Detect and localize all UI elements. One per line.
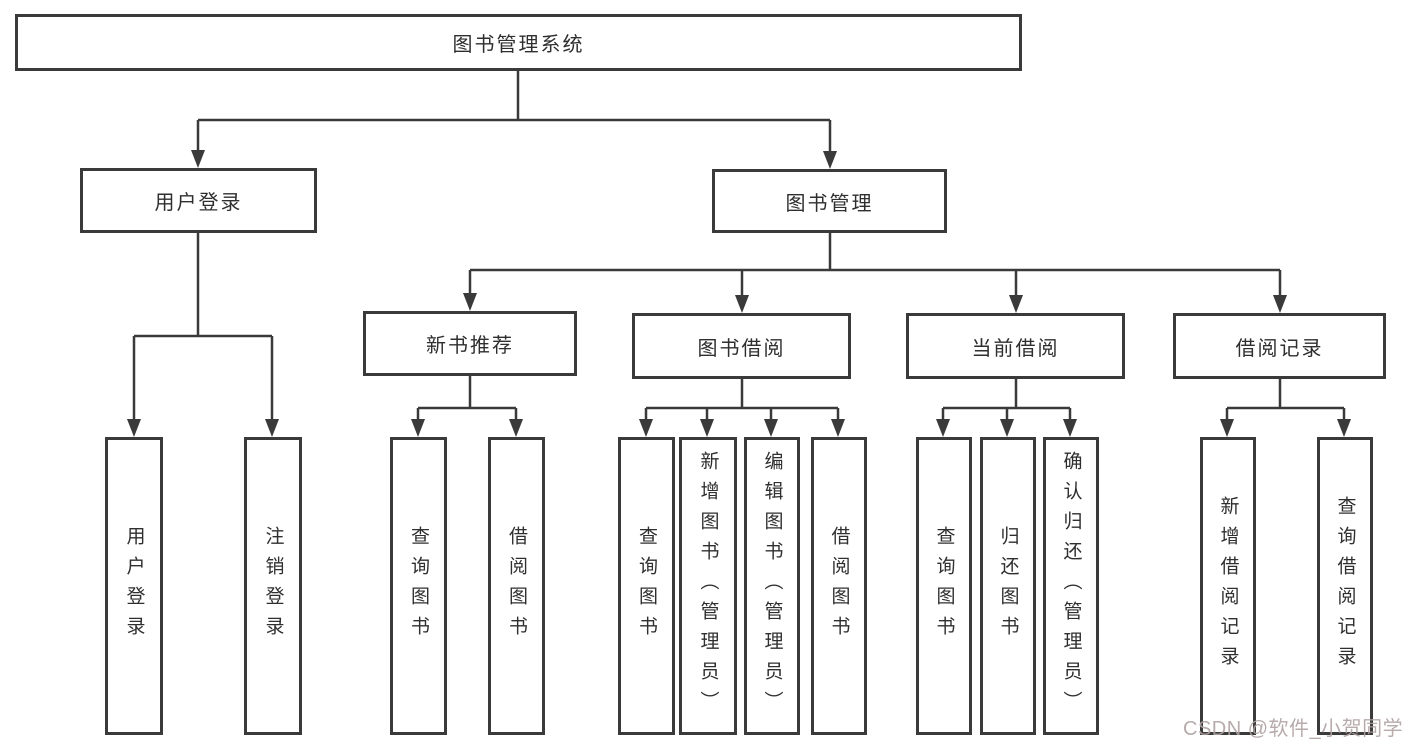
branch-current-borrowing: 当前借阅 [906, 313, 1125, 379]
leaf-add-borrow-record: 新增借阅记录 [1200, 437, 1256, 735]
leaf-add-book-admin: 新增图书（管理员） [679, 437, 737, 735]
node-book-management: 图书管理 [712, 169, 947, 233]
watermark-text: CSDN @软件_小贺同学 [1183, 718, 1404, 740]
leaf-confirm-return-admin: 确认归还（管理员） [1043, 437, 1099, 735]
node-user-login: 用户登录 [80, 168, 317, 233]
branch-new-book-recommendation: 新书推荐 [363, 311, 577, 376]
node-book-management-system: 图书管理系统 [15, 14, 1022, 71]
leaf-return-book: 归还图书 [980, 437, 1036, 735]
leaf-edit-book-admin: 编辑图书（管理员） [744, 437, 800, 735]
branch-book-borrowing: 图书借阅 [632, 313, 851, 379]
leaf-query-books-recommend: 查询图书 [390, 437, 447, 735]
leaf-borrow-books-borrowing: 借阅图书 [811, 437, 867, 735]
leaf-user-login: 用户登录 [105, 437, 163, 735]
leaf-borrow-books-recommend: 借阅图书 [488, 437, 545, 735]
leaf-query-books-current: 查询图书 [916, 437, 972, 735]
leaf-query-borrow-record: 查询借阅记录 [1317, 437, 1373, 735]
leaf-query-books-borrowing: 查询图书 [618, 437, 675, 735]
branch-borrowing-records: 借阅记录 [1173, 313, 1386, 379]
leaf-logout: 注销登录 [244, 437, 302, 735]
